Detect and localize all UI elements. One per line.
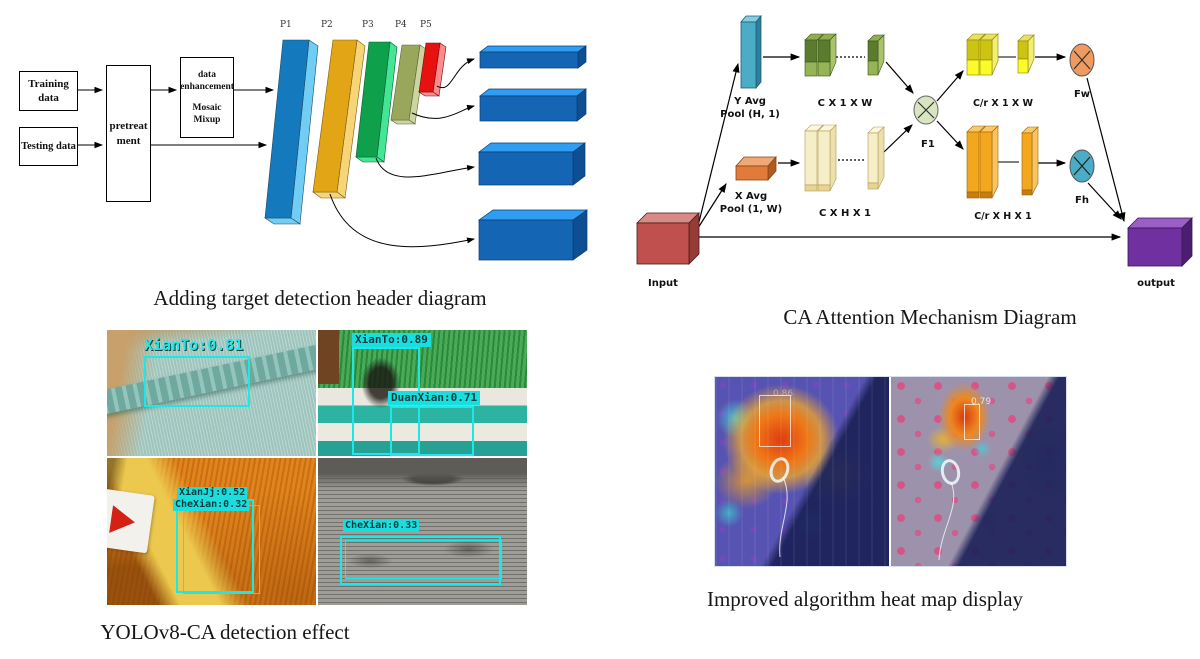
testing-data-box: Testing data (19, 127, 78, 166)
heatmap-image-right: 0.79 (891, 377, 1066, 566)
detection-image-gray-fabric: CheXian:0.33 (318, 458, 527, 605)
c-1-w-blocks (804, 33, 885, 77)
detection-label-xianjj-052: XianJj:0.52 (177, 487, 248, 499)
pyramid-slab-p2 (312, 39, 366, 199)
thread-line (779, 476, 788, 558)
pyramid-label-p5: P5 (420, 20, 432, 30)
flow-diagram-canvas: P1 P2 P3 P4 P5 (77, 20, 589, 261)
thread-line (938, 481, 955, 561)
pyramid-slab-p3 (355, 41, 398, 163)
fw-label: Fw (1074, 89, 1090, 100)
detection-image-orange-fabric: XianJj:0.52 CheXian:0.32 (107, 458, 316, 605)
caption-flow-diagram: Adding target detection header diagram (153, 286, 487, 310)
c-h-1-blocks (804, 124, 885, 192)
cr-h-1-blocks (966, 125, 1039, 199)
enhancement-label-line2: enhancement (180, 82, 234, 93)
ca-arrows (696, 53, 1126, 241)
fh-node (1069, 149, 1095, 183)
y-avg-pool-label-line2: Pool (H, 1) (720, 109, 780, 120)
detection-bbox (144, 356, 250, 407)
pyramid-label-p3: P3 (362, 20, 374, 30)
cr-h-1-label: C/r X H X 1 (974, 211, 1032, 222)
detection-bbox (345, 540, 502, 579)
cr-1-w-blocks (966, 33, 1035, 76)
pretreatment-label-line2: ment (116, 134, 141, 147)
pretreatment-box: pretreat ment (106, 65, 151, 202)
y-avg-pool-label-line1: Y Avg (733, 96, 766, 107)
c-h-1-label: C X H X 1 (819, 208, 871, 219)
enhancement-label-line1: data (198, 69, 216, 80)
output-cube (1127, 217, 1193, 267)
detection-grid: XianTo:0.81 XianTo:0.89 DuanXian:0.71 Xi… (107, 330, 527, 607)
pyramid-label-p2: P2 (321, 20, 333, 30)
flow-arrows (77, 86, 275, 149)
heatmap-score-right: 0.79 (971, 397, 992, 407)
x-avg-pool-bar (735, 155, 777, 182)
fh-label: Fh (1075, 195, 1089, 206)
detection-bbox (340, 536, 501, 585)
ca-diagram-canvas: Input Y Avg Pool (H, 1) X Avg Pool (1, W… (636, 14, 1193, 289)
caption-ca-diagram: CA Attention Mechanism Diagram (783, 305, 1077, 329)
x-avg-pool-label-line2: Pool (1, W) (720, 204, 782, 215)
head-box-4 (477, 209, 589, 261)
detection-label-chexian-033: CheXian:0.33 (343, 520, 420, 532)
data-enhancement-box: data enhancement Mosaic Mixup (180, 57, 234, 138)
pyramid-label-p4: P4 (395, 20, 407, 30)
heatmap-bbox (759, 395, 791, 447)
ca-diagram-section: Input Y Avg Pool (H, 1) X Avg Pool (1, W… (620, 0, 1200, 300)
enhancement-label-line4: Mixup (193, 114, 221, 125)
red-triangle-icon (109, 505, 137, 537)
caption-detection: YOLOv8-CA detection effect (100, 620, 350, 644)
c-1-w-label: C X 1 X W (818, 98, 873, 109)
detection-bbox (390, 406, 474, 456)
enhancement-label-line3: Mosaic (192, 102, 222, 113)
pyramid-label-p1: P1 (280, 20, 292, 30)
brown-edge (318, 330, 339, 384)
testing-data-label: Testing data (21, 140, 76, 152)
detection-label-duanxian-071: DuanXian:0.71 (388, 391, 481, 405)
output-label: output (1137, 278, 1175, 289)
pretreatment-label-line1: pretreat (109, 120, 148, 133)
heatmap-section: 0.86 0.79 (714, 376, 1067, 567)
detection-label-xianto-089: XianTo:0.89 (352, 333, 431, 347)
heatmap-bbox (964, 404, 980, 440)
detection-label-chexian-032: CheXian:0.32 (173, 499, 250, 511)
ca-dotted-connectors (836, 56, 865, 161)
detection-image-striped-fabric: XianTo:0.89 DuanXian:0.71 (318, 330, 527, 456)
concat-label: F1 (921, 139, 935, 150)
detection-image-teal-fabric: XianTo:0.81 (107, 330, 316, 456)
detection-bbox (183, 505, 260, 594)
training-data-box: Training data (19, 71, 78, 111)
fw-node (1069, 43, 1095, 77)
heatmap-score-left: 0.86 (773, 389, 794, 399)
head-box-1 (478, 45, 588, 69)
head-box-2 (478, 88, 588, 122)
fabric-tag (107, 488, 155, 554)
pyramid-slab-p4 (390, 44, 427, 125)
training-data-label-line1: Training (28, 77, 69, 90)
cr-1-w-label: C/r X 1 X W (973, 98, 1034, 109)
concat-node (913, 95, 939, 125)
pyramid-slab-p1 (264, 39, 319, 225)
caption-heatmap: Improved algorithm heat map display (706, 587, 1024, 611)
detection-label-xianto-081: XianTo:0.81 (144, 336, 244, 354)
input-cube (636, 212, 700, 265)
input-label: Input (648, 278, 678, 289)
flow-diagram-section: Training data Testing data pretreat ment… (0, 0, 620, 282)
pyramid-slab-p5 (418, 42, 447, 97)
training-data-label-line2: data (38, 92, 59, 104)
x-avg-pool-label-line1: X Avg (735, 191, 767, 202)
y-avg-pool-bar (740, 14, 762, 90)
head-box-3 (477, 142, 587, 186)
heatmap-image-left: 0.86 (715, 377, 889, 566)
head-arrows (329, 58, 475, 248)
